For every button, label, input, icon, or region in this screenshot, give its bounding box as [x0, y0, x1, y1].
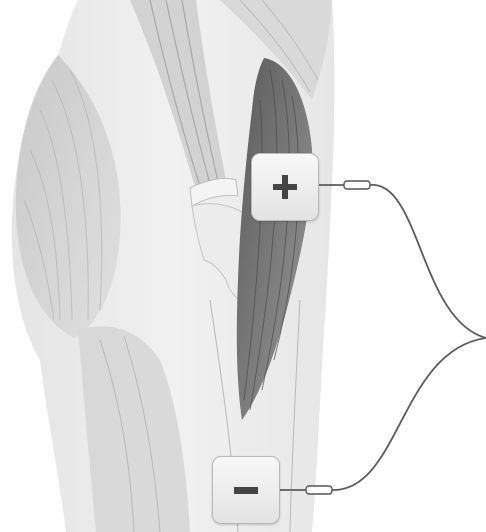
negative-lead-wire	[332, 338, 486, 490]
positive-connector	[344, 181, 370, 189]
positive-electrode-button[interactable]	[251, 153, 319, 221]
negative-connector	[306, 486, 332, 494]
negative-electrode-button[interactable]	[212, 456, 280, 524]
positive-lead-wire	[370, 185, 486, 338]
minus-icon	[230, 474, 262, 506]
plus-icon	[269, 171, 301, 203]
